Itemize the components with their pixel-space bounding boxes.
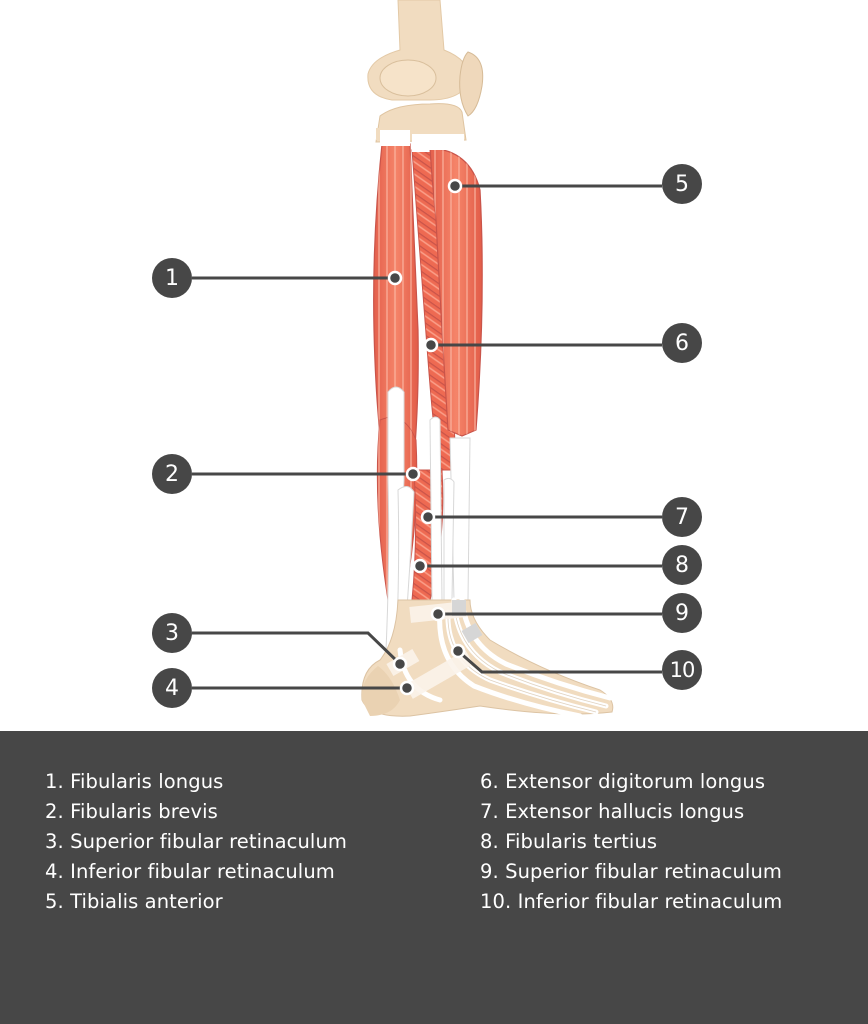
label-badge-1: 1 (152, 258, 192, 298)
label-badge-6: 6 (662, 323, 702, 363)
legend-panel: 1. Fibularis longus 2. Fibularis brevis … (0, 731, 868, 1024)
legend-column-right: 6. Extensor digitorum longus 7. Extensor… (480, 767, 782, 917)
legend-item-3: 3. Superior fibular retinaculum (45, 830, 348, 853)
legend-item-7: 7. Extensor hallucis longus (480, 800, 745, 823)
label-badge-2: 2 (152, 454, 192, 494)
legend-item-6: 6. Extensor digitorum longus (480, 770, 766, 793)
retinacula (386, 600, 483, 699)
legend-item-4: 4. Inferior fibular retinaculum (45, 860, 335, 883)
label-badge-5: 5 (662, 164, 702, 204)
tendons (385, 386, 471, 651)
label-badge-3: 3 (152, 613, 192, 653)
tibialis-anterior-muscle (428, 134, 483, 437)
legend-column-left: 1. Fibularis longus 2. Fibularis brevis … (45, 767, 347, 917)
label-badge-4: 4 (152, 668, 192, 708)
legend-item-1: 1. Fibularis longus (45, 770, 224, 793)
legend-item-9: 9. Superior fibular retinaculum (480, 860, 783, 883)
anatomy-figure: 1 2 3 4 5 6 7 8 9 10 (152, 0, 702, 719)
leader-lines (192, 184, 662, 690)
legend-item-10: 10. Inferior fibular retinaculum (480, 890, 783, 913)
leader-dots (387, 178, 466, 696)
legend-item-5: 5. Tibialis anterior (45, 890, 223, 913)
legend-item-2: 2. Fibularis brevis (45, 800, 218, 823)
label-badge-8: 8 (662, 545, 702, 585)
label-badge-9: 9 (662, 593, 702, 633)
label-badge-10: 10 (662, 650, 702, 690)
legend-item-8: 8. Fibularis tertius (480, 830, 658, 853)
femur-bone (367, 0, 484, 117)
label-badge-7: 7 (662, 497, 702, 537)
leg-illustration (192, 0, 662, 719)
